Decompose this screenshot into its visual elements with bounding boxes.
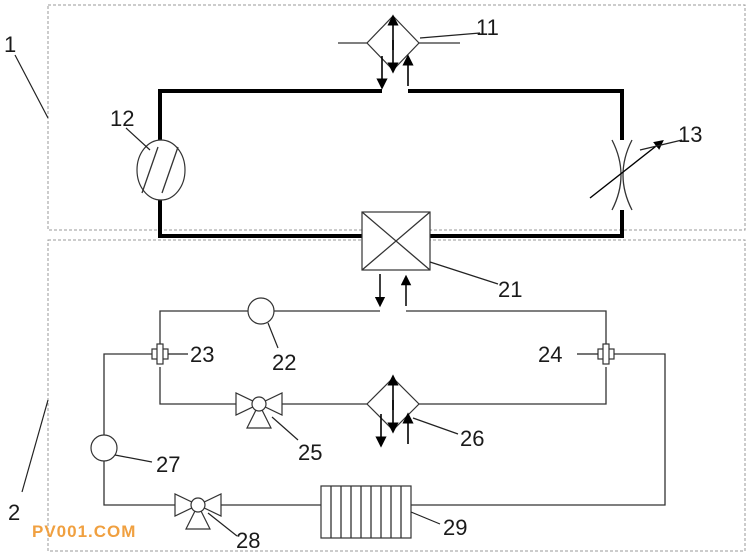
expansion-valve-13 — [589, 139, 664, 211]
valve-25 — [235, 392, 283, 429]
compressor-12 — [136, 139, 186, 201]
label-12: 12 — [110, 106, 134, 131]
label-29: 29 — [443, 515, 467, 540]
label-11: 11 — [476, 15, 499, 40]
refrigerant-loop — [158, 89, 624, 238]
system-2-boundary — [47, 239, 746, 552]
heater-29 — [320, 485, 412, 539]
three-way-valve-23 — [151, 343, 169, 365]
valve-28 — [174, 493, 222, 530]
label-21: 21 — [498, 277, 522, 302]
label-23: 23 — [190, 342, 214, 367]
label-28: 28 — [236, 528, 260, 553]
label-1: 1 — [4, 32, 16, 57]
pump-22 — [247, 297, 275, 325]
heat-exchanger-26 — [366, 374, 420, 448]
label-26: 26 — [460, 426, 484, 451]
label-25: 25 — [298, 440, 322, 465]
label-2: 2 — [8, 500, 20, 525]
watermark: PV001.COM — [32, 522, 136, 541]
coolant-loop — [103, 274, 666, 506]
pump-27 — [90, 434, 118, 462]
label-13: 13 — [678, 122, 702, 147]
label-22: 22 — [272, 350, 296, 375]
leader-lines — [14, 32, 683, 537]
heat-exchanger-11 — [338, 14, 460, 90]
three-way-valve-24 — [597, 343, 615, 365]
label-27: 27 — [156, 452, 180, 477]
plate-heat-exchanger-21 — [361, 211, 431, 271]
label-24: 24 — [538, 342, 562, 367]
